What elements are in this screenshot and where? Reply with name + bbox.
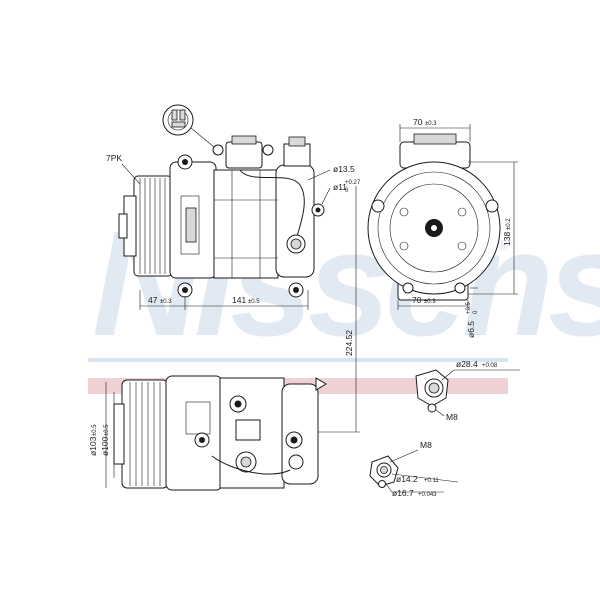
fitting1-diameter-tol: +0.08: [482, 363, 498, 369]
pulley-offset-tol: ±0.3: [160, 299, 172, 305]
top-width-tol: ±0.3: [425, 121, 437, 127]
pulley-offset-label: 47: [148, 295, 158, 305]
bore-tol-upper: +0.27: [345, 180, 361, 186]
fitting2-dia-a-label: ø14.2: [396, 474, 418, 484]
bore-diameter-label: ø11: [333, 182, 347, 192]
height-tol: ±0.2: [506, 218, 512, 230]
belt-profile-label: 7PK: [106, 153, 122, 163]
fitting-detail-1: ø28.4 +0.08 M8: [415, 359, 520, 422]
height-label: 138: [502, 232, 512, 246]
fitting2-dia-b-tol: +0.043: [418, 492, 437, 498]
top-view: 224.52 ø103 ±0.5 ø100 ±0.5: [88, 186, 360, 491]
pulley-inner-dia-tol: ±0.5: [104, 424, 110, 436]
port-diameter-label: ø13.5: [333, 164, 355, 174]
side-view: 7PK ø13.5 ø11 +0.27 0 47 ±0.3 141 ±0.5: [106, 104, 361, 310]
bottom-width-label: 70: [412, 295, 422, 305]
hole-tol-upper: +0.5: [466, 301, 472, 314]
pulley-outer-dia-tol: ±0.5: [92, 424, 98, 436]
overall-length-label: 224.52: [344, 330, 354, 356]
fitting2-thread-label: M8: [420, 440, 432, 450]
hole-diameter-label: ø6.5: [466, 321, 476, 338]
fitting1-diameter-label: ø28.4: [456, 359, 478, 369]
compressor-body-side: [169, 135, 325, 298]
pulley-inner-dia-label: ø100: [100, 436, 110, 456]
connector-plug-detail: [162, 104, 221, 153]
hole-tol-lower: 0: [473, 310, 479, 314]
fitting2-dia-b-label: ø16.7: [392, 488, 414, 498]
front-view: 70 ±0.3 70 ±0.3 138 ±0.2 ø6.5 +0.5 0: [367, 117, 518, 338]
pulley-outer-dia-label: ø103: [88, 436, 98, 456]
body-length-label: 141: [232, 295, 246, 305]
fitting-detail-2: M8 ø14.2 +0.11 ø16.7 +0.043: [369, 440, 459, 498]
registered-mark: ®: [498, 237, 509, 253]
watermark-underline: [88, 358, 508, 362]
bottom-width-tol: ±0.3: [424, 299, 436, 305]
top-width-label: 70: [413, 117, 423, 127]
fitting2-dia-a-tol: +0.11: [424, 478, 439, 484]
bore-tol-lower: 0: [345, 188, 349, 194]
fitting1-thread-label: M8: [446, 412, 458, 422]
body-length-tol: ±0.5: [248, 299, 260, 305]
